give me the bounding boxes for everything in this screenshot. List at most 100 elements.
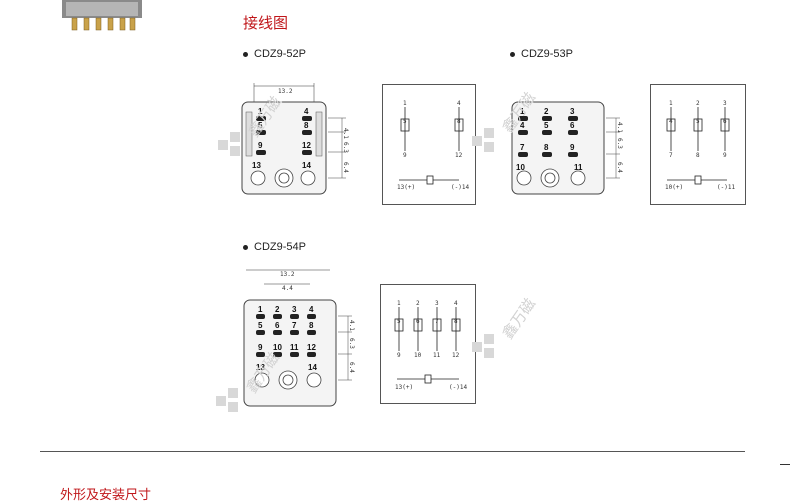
svg-text:1: 1 [397,300,401,307]
watermark-logo: 鑫万磁 [470,284,558,368]
section-divider [40,451,745,452]
svg-text:5: 5 [696,118,700,125]
pin-label: 5 [258,321,263,330]
svg-text:12: 12 [455,152,463,159]
pin-label: 10 [273,343,282,352]
coil-right-label: (-)14 [449,384,467,391]
dim-row1-54p: 4.1 [348,320,355,331]
section-title: 接线图 [243,15,289,32]
dim-row3-54p: 6.4 [348,362,355,373]
svg-text:1: 1 [669,100,673,107]
svg-text:8: 8 [696,152,700,159]
svg-text:2: 2 [416,300,420,307]
pin-label: 7 [292,321,297,330]
watermark-text: 鑫万磁 [499,295,540,342]
watermark-logo: 鑫万磁 [214,338,302,422]
svg-text:7: 7 [435,318,439,325]
pin-label: 13 [252,161,261,170]
dim-row3-53p: 6.4 [616,162,623,173]
socket-52p-drawing: 13.2 1 4 5 8 9 12 13 14 4.1 6.3 6.4 [218,80,356,200]
pin-label: 8 [304,121,309,130]
dim-row2-53p: 6.3 [616,138,623,149]
svg-text:7: 7 [669,152,673,159]
pin-label: 1 [258,107,263,116]
model-53p-label: CDZ9-53P [521,48,573,60]
pin-label: 11 [290,343,299,352]
svg-text:8: 8 [457,118,461,125]
coil-right-label: (-)14 [451,184,469,191]
svg-text:6: 6 [723,118,727,125]
watermark-text: 鑫万磁 [245,93,286,140]
dim-pitch-54p: 4.4 [282,285,293,292]
svg-text:8: 8 [454,318,458,325]
model-54p-label: CDZ9-54P [254,241,306,253]
svg-text:9: 9 [397,352,401,359]
dim-row3-52p: 6.4 [342,162,349,173]
pin-label: 2 [544,107,549,116]
pin-label: 14 [308,363,317,372]
pin-label: 11 [574,163,583,172]
svg-text:10: 10 [414,352,422,359]
coil-left-label: 13(+) [397,184,415,191]
pin-label: 7 [520,143,525,152]
svg-text:9: 9 [723,152,727,159]
pin-label: 13 [256,363,265,372]
watermark-text: 鑫万磁 [499,89,540,136]
model-52p-label: CDZ9-52P [254,48,306,60]
bullet-icon [243,244,248,250]
pin-label: 6 [275,321,280,330]
pin-label: 9 [258,141,263,150]
dim-row2-52p: 6.3 [342,142,349,153]
pin-label: 5 [544,121,549,130]
svg-text:5: 5 [403,118,407,125]
svg-text:6: 6 [416,318,420,325]
pin-label: 3 [570,107,575,116]
coil-left-label: 10(+) [665,184,683,191]
watermark-logo: 鑫万磁 [216,84,304,166]
dim-row1-52p: 4.1 [342,128,349,139]
socket-53p-drawing: 1 2 3 4 5 6 7 8 9 10 11 4.1 6.3 6.4 [492,80,630,200]
pin-label: 1 [520,107,525,116]
model-54p-title: CDZ9-54P [243,241,306,253]
pin-label: 8 [544,143,549,152]
dim-width-54p: 13.2 [280,271,295,278]
svg-text:4: 4 [457,100,461,107]
model-53p-title: CDZ9-53P [510,48,573,60]
svg-text:3: 3 [435,300,439,307]
pin-label: 14 [302,161,311,170]
dim-row1-53p: 4.1 [616,122,623,133]
pin-label: 5 [258,121,263,130]
relay-photo [62,0,142,36]
socket-54p-drawing: 13.2 4.4 1 2 3 4 5 6 7 8 9 10 11 12 13 1… [226,262,362,412]
pin-label: 12 [307,343,316,352]
pin-label: 6 [570,121,575,130]
dim-row2-54p: 6.3 [348,338,355,349]
svg-text:4: 4 [454,300,458,307]
pin-label: 8 [309,321,314,330]
bullet-icon [243,51,248,57]
pin-label: 3 [292,305,297,314]
svg-text:5: 5 [397,318,401,325]
pin-label: 2 [275,305,280,314]
pin-label: 4 [309,305,314,314]
edge-marker [780,464,790,465]
pin-label: 12 [302,141,311,150]
watermark-logo: 鑫万磁 [470,80,558,162]
svg-text:11: 11 [433,352,441,359]
model-52p-title: CDZ9-52P [243,48,306,60]
coil-left-label: 13(+) [395,384,413,391]
watermark-text: 鑫万磁 [243,349,284,396]
dim-width-52p: 13.2 [278,88,293,95]
svg-text:4: 4 [669,118,673,125]
pin-label: 9 [258,343,263,352]
svg-text:12: 12 [452,352,460,359]
svg-text:9: 9 [403,152,407,159]
svg-text:1: 1 [403,100,407,107]
pin-label: 4 [520,121,525,130]
schematic-52p: 1 4 5 8 9 12 13(+) (-)14 [382,84,476,205]
coil-right-label: (-)11 [717,184,735,191]
bullet-icon [510,51,515,57]
pin-label: 1 [258,305,263,314]
